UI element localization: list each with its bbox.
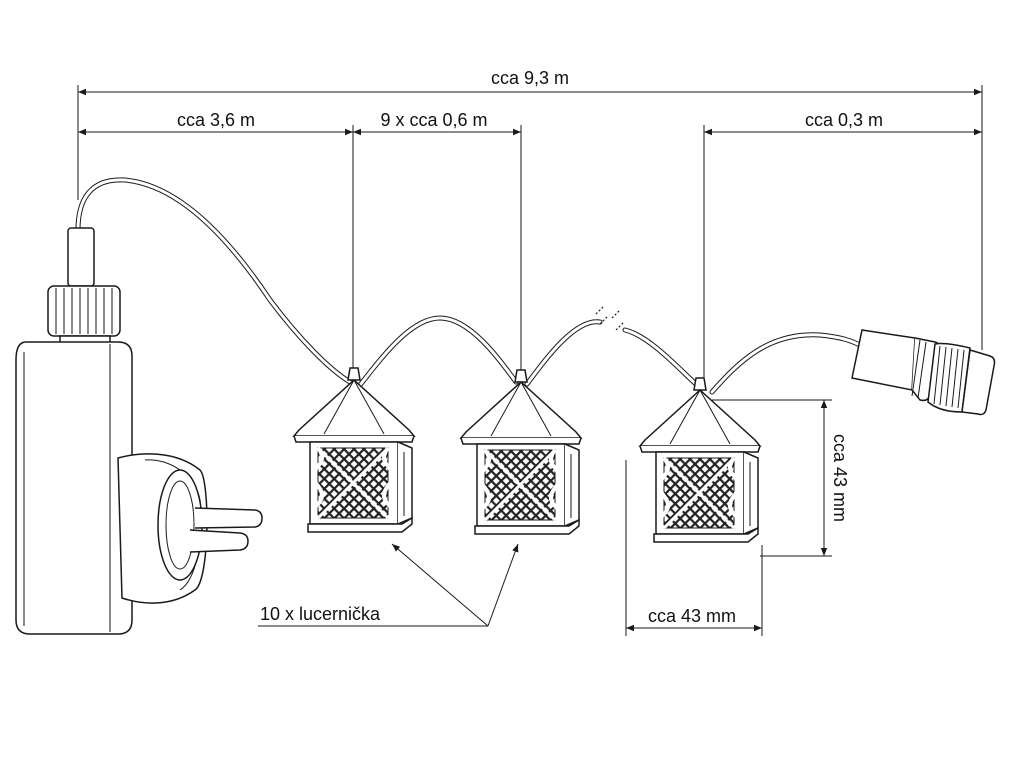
lantern-height-label: cca 43 mm — [830, 434, 850, 522]
lantern — [292, 366, 416, 534]
cable-break-marks — [595, 305, 625, 331]
dimension-lead-cable: cca 3,6 m — [78, 110, 354, 370]
power-adapter — [15, 227, 263, 635]
dimension-end-cable: cca 0,3 m — [703, 110, 982, 380]
lantern-count-callout: 10 x lucernička — [258, 543, 519, 627]
dimension-total-length: cca 9,3 m — [77, 68, 983, 350]
dimension-spacing: 9 x cca 0,6 m — [353, 110, 522, 372]
cable — [75, 177, 865, 395]
lantern — [459, 368, 583, 536]
lantern-count-label: 10 x lucernička — [260, 604, 381, 624]
end-connector — [851, 329, 996, 416]
lead-cable-label: cca 3,6 m — [177, 110, 255, 130]
end-cable-label: cca 0,3 m — [805, 110, 883, 130]
dimension-lantern-height: cca 43 mm — [712, 399, 850, 557]
lantern — [638, 376, 762, 544]
lantern-width-label: cca 43 mm — [648, 606, 736, 626]
dimension-lantern-width: cca 43 mm — [625, 460, 763, 636]
spacing-label: 9 x cca 0,6 m — [380, 110, 487, 130]
total-length-label: cca 9,3 m — [491, 68, 569, 88]
